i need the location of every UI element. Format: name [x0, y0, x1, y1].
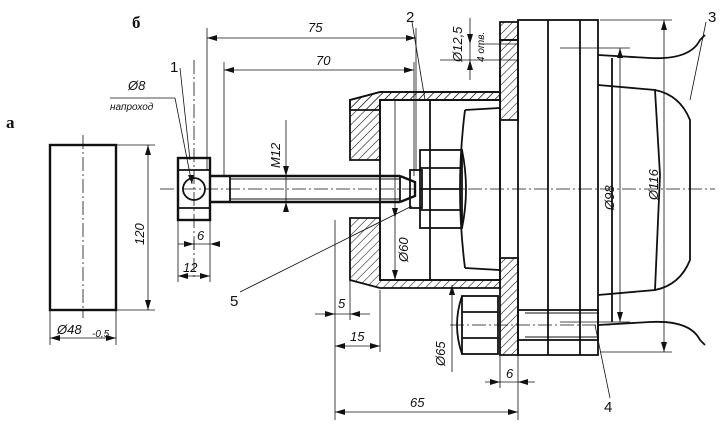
- svg-text:Ø116: Ø116: [646, 168, 661, 201]
- leader-1: [179, 67, 191, 161]
- dim-48-tolerance: -0,5: [92, 329, 110, 340]
- dim-120-label: 120: [132, 223, 147, 245]
- svg-text:75: 75: [308, 20, 323, 35]
- svg-text:5: 5: [338, 296, 346, 311]
- svg-text:M12: M12: [268, 142, 283, 168]
- svg-text:Ø65: Ø65: [433, 341, 448, 367]
- part-4-bolt: [450, 295, 610, 355]
- svg-text:15: 15: [350, 329, 365, 344]
- leader-5: [239, 205, 413, 293]
- svg-text:70: 70: [316, 53, 331, 68]
- callout-4: 4: [604, 399, 612, 416]
- callout-5: 5: [230, 293, 238, 310]
- dim-6-12-left: 6 12: [177, 220, 220, 282]
- svg-text:Ø12,5: Ø12,5: [450, 26, 465, 63]
- svg-text:6: 6: [197, 228, 205, 243]
- dim-65-dia: Ø65: [433, 285, 455, 372]
- svg-text:65: 65: [410, 395, 425, 410]
- dim-120-arrow-bottom: [145, 300, 151, 310]
- dim-70: 70: [223, 53, 415, 176]
- dim-m12: M12: [268, 120, 289, 212]
- callout-3: 3: [708, 9, 716, 26]
- part-1-screw: [176, 60, 417, 280]
- leader-4: [594, 324, 611, 399]
- svg-text:Ø98: Ø98: [602, 185, 617, 211]
- svg-text:12: 12: [183, 260, 198, 275]
- dim-12-5-holes: Ø12,5 4 отв.: [440, 18, 518, 80]
- view-a-cylinder: 120 Ø48 -0,5: [48, 135, 155, 345]
- part-5-nut: [409, 149, 467, 229]
- dim-8-through: Ø8 напроход: [110, 78, 194, 185]
- dim-120-arrow-top: [145, 145, 151, 155]
- dim-48-arrow-right: [106, 335, 116, 341]
- dim-bottom-set: 5 15 65 6: [315, 220, 535, 420]
- svg-text:6: 6: [506, 366, 514, 381]
- view-label-b: б: [132, 13, 141, 32]
- svg-text:Ø8: Ø8: [127, 78, 146, 93]
- dim-75: 75: [206, 20, 417, 170]
- svg-text:напроход: напроход: [110, 102, 154, 113]
- leader-2: [411, 21, 426, 101]
- dim-116: Ø116: [600, 19, 672, 353]
- leader-3: [689, 21, 707, 101]
- dim-60: Ø60: [392, 100, 411, 280]
- dim-98: Ø98: [560, 47, 630, 323]
- svg-text:4 отв.: 4 отв.: [476, 32, 487, 62]
- dim-48-label: Ø48: [56, 322, 82, 337]
- dim-48-arrow-left: [50, 335, 60, 341]
- view-label-a: а: [6, 113, 15, 132]
- callout-1: 1: [170, 59, 178, 76]
- view-b-assembly: 75 70 Ø12,5 4 отв. Ø8 напроход: [110, 18, 715, 420]
- svg-text:Ø60: Ø60: [396, 237, 411, 263]
- callout-2: 2: [406, 9, 414, 26]
- part-3-body: [517, 19, 706, 356]
